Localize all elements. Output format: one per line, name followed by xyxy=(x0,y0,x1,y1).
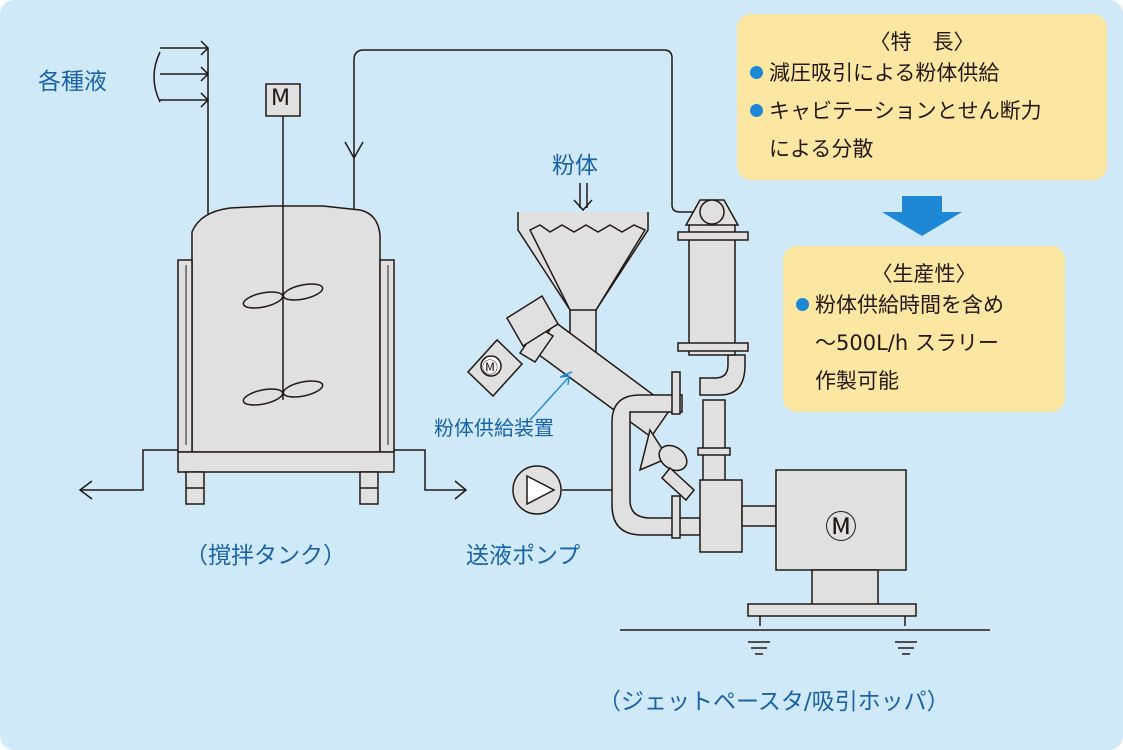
features-item-text: キャビテーションとせん断力 xyxy=(769,99,1042,123)
productivity-item: 粉体供給時間を含め xyxy=(796,286,1065,324)
productivity-continuation: 作製可能 xyxy=(815,369,899,393)
features-continuation: による分散 xyxy=(769,137,874,161)
bullet-icon xyxy=(750,66,763,79)
liquid-feed-pump xyxy=(512,465,562,515)
features-item: キャビテーションとせん断力 xyxy=(750,92,1107,130)
agitated-tank xyxy=(177,83,395,505)
bullet-icon xyxy=(750,104,763,117)
productivity-title: 〈生産性〉 xyxy=(871,262,977,286)
productivity-item-text: 粉体供給時間を含め xyxy=(815,293,1004,317)
bullet-icon xyxy=(796,298,809,311)
ground-line xyxy=(620,629,990,655)
tank-motor-symbol: M xyxy=(271,86,290,111)
powder-hopper xyxy=(517,183,649,362)
features-title: 〈特 長〉 xyxy=(869,30,975,54)
jet-paster-piping xyxy=(611,199,777,553)
flow-arrow-icon xyxy=(882,196,962,236)
features-item: 減圧吸引による粉体供給 xyxy=(750,54,1107,92)
features-item-text: 減圧吸引による粉体供給 xyxy=(769,61,1000,85)
feeder-label: 粉体供給装置 xyxy=(434,416,554,440)
main-motor-symbol: Ⓜ xyxy=(825,508,858,546)
tank-label: （撹拌タンク） xyxy=(185,543,346,569)
main-motor xyxy=(747,469,917,626)
powder-label: 粉体 xyxy=(552,153,598,179)
productivity-continuation: ～500L/h スラリー xyxy=(815,331,999,355)
features-box: 〈特 長〉 減圧吸引による粉体供給 キャビテーションとせん断力 による分散 xyxy=(737,14,1107,180)
tank-motor-icon xyxy=(265,83,301,117)
jet-paster-label: （ジェットペースタ/吸引ホッパ） xyxy=(598,689,950,715)
pump-label: 送液ポンプ xyxy=(466,543,581,569)
recirculation-line xyxy=(344,49,708,258)
liquids-label: 各種液 xyxy=(38,69,107,95)
feeder-motor-symbol: Ⓜ xyxy=(482,358,499,377)
productivity-box: 〈生産性〉 粉体供給時間を含め ～500L/h スラリー 作製可能 xyxy=(783,246,1065,412)
